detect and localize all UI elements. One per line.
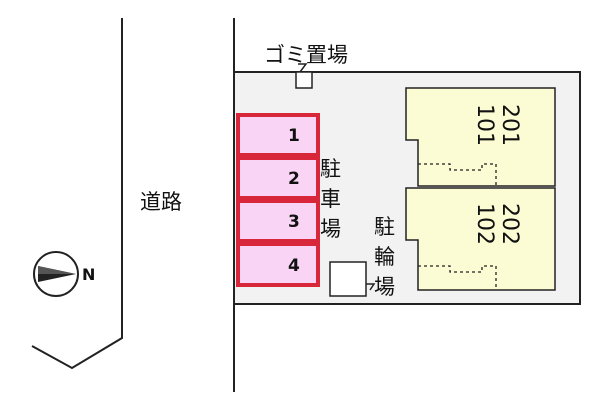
- parking-space-1: [236, 113, 320, 157]
- bike-parking-leader: [366, 283, 376, 291]
- parking-space-4-number: 4: [288, 256, 300, 276]
- garbage-area: [295, 71, 313, 89]
- unit-number-101: 101: [472, 104, 497, 146]
- bike-parking-label-char-3: 場: [374, 275, 395, 299]
- unit-upper-dashed-partition: [418, 163, 497, 186]
- building-unit-202-102: [405, 187, 556, 291]
- garbage-label: ゴミ置場: [264, 43, 348, 67]
- bike-parking-label-char-1: 駐: [374, 215, 395, 239]
- road-label: 道路: [140, 190, 182, 214]
- car-parking-label-char-2: 車: [320, 187, 341, 211]
- car-parking-area: [236, 113, 320, 287]
- bike-parking-label-char-2: 輪: [374, 245, 395, 269]
- road-edge-left: [31, 18, 123, 370]
- parking-space-4: [236, 242, 320, 287]
- parking-space-3-number: 3: [288, 212, 300, 232]
- unit-number-102: 102: [472, 203, 497, 245]
- unit-number-202: 202: [497, 203, 522, 245]
- parking-space-3: [236, 199, 320, 243]
- bike-parking-area: [329, 261, 367, 297]
- garbage-leader: [298, 63, 308, 73]
- north-label: N: [82, 265, 95, 284]
- parking-space-2-number: 2: [288, 169, 300, 189]
- unit-number-201: 201: [497, 104, 522, 146]
- car-parking-label-char-3: 場: [320, 217, 341, 241]
- parking-space-1-number: 1: [288, 126, 300, 146]
- building-unit-201-101: [405, 87, 556, 187]
- parking-space-2: [236, 156, 320, 200]
- car-parking-label-char-1: 駐: [320, 157, 341, 181]
- north-arrow-icon: [33, 251, 79, 297]
- unit-lower-dashed-partition: [418, 265, 497, 290]
